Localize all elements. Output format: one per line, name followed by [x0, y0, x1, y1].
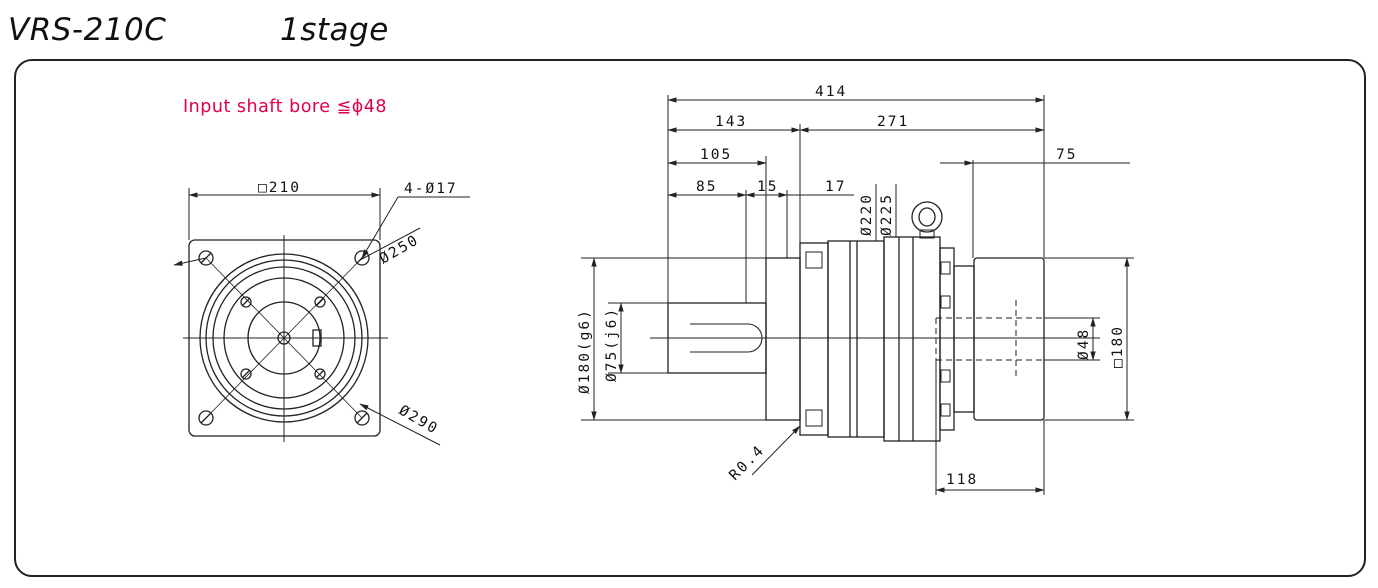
eye-bolt	[911, 201, 943, 233]
dim-105: 105	[700, 147, 732, 163]
dim-dia-220: Ø220	[859, 193, 875, 236]
side-view	[581, 95, 1134, 495]
dim-dia-180: Ø180(g6)	[577, 308, 593, 394]
dim-414: 414	[815, 84, 847, 100]
dim-15: 15	[757, 179, 778, 195]
dim-radius: R0.4	[727, 442, 769, 484]
dim-outer-290: Ø290	[396, 403, 441, 438]
dim-118: 118	[946, 472, 978, 488]
dim-143: 143	[715, 114, 747, 130]
housing-a	[827, 240, 885, 438]
housing-c	[939, 247, 955, 431]
dim-dia-225: Ø225	[879, 193, 895, 236]
dim-75: 75	[1056, 147, 1077, 163]
dim-dia-48: Ø48	[1076, 328, 1092, 360]
model-title: VRS-210C	[8, 12, 167, 48]
dim-pcd-250: Ø250	[377, 232, 422, 267]
dim-271: 271	[877, 114, 909, 130]
flange-body	[765, 257, 801, 421]
dim-dia-75: Ø75(j6)	[604, 307, 620, 382]
housing-b	[883, 236, 941, 442]
dim-square-180: □180	[1110, 325, 1126, 368]
stage-title: 1stage	[280, 12, 389, 48]
front-view	[173, 188, 470, 446]
input-shaft-bore-note: Input shaft bore ≦ϕ48	[183, 97, 387, 117]
drawing-frame	[14, 59, 1366, 577]
motor-adapter	[973, 257, 1045, 421]
dim-square-210: □210	[258, 180, 301, 196]
bolt-holes	[240, 296, 326, 380]
dim-85: 85	[696, 179, 717, 195]
collar	[799, 242, 829, 436]
dim-holes: 4-Ø17	[404, 181, 458, 197]
dim-17: 17	[825, 179, 846, 195]
